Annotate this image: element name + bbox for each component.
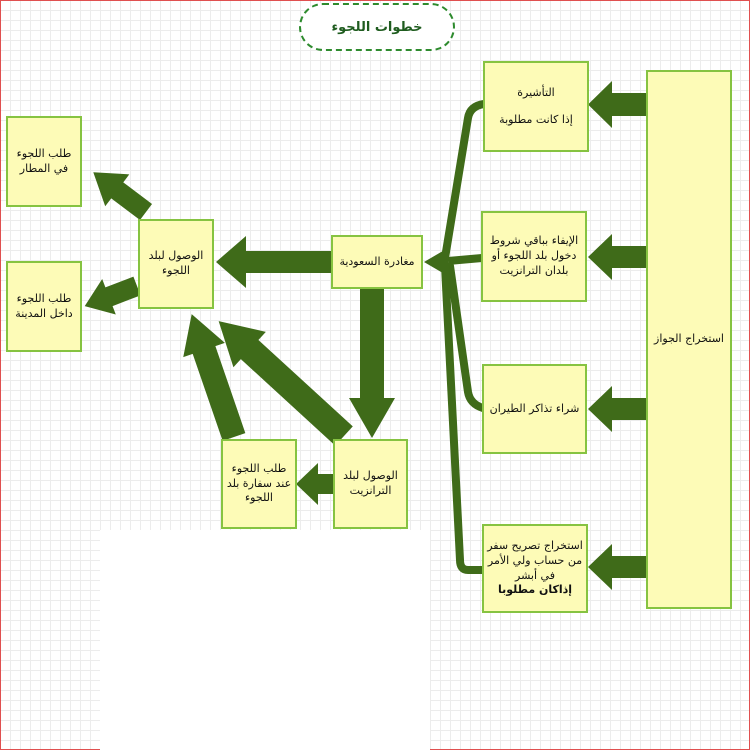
arrowhead-into-departure bbox=[424, 248, 448, 276]
node-permit-text: استخراج تصريح سفر من حساب ولي الأمر في أ… bbox=[487, 538, 583, 582]
arrow-arrival-to-city bbox=[84, 276, 141, 315]
arrow-passport-to-tickets bbox=[588, 386, 646, 432]
node-airport-request: طلب اللجوء في المطار bbox=[6, 116, 82, 207]
arrow-passport-to-conditions bbox=[588, 234, 646, 280]
connector-visa-to-departure bbox=[441, 100, 488, 262]
node-city-request: طلب اللجوء داخل المدينة bbox=[6, 261, 82, 352]
node-embassy-request: طلب اللجوء عند سفارة بلد اللجوء bbox=[221, 439, 297, 529]
arrow-passport-to-permit bbox=[588, 544, 646, 590]
node-visa-title: التأشيرة bbox=[517, 85, 555, 99]
arrow-arrival-to-airport bbox=[93, 172, 153, 220]
node-visa-note: إذا كانت مطلوبة bbox=[499, 112, 573, 126]
node-transit-arrival: الوصول لبلد الترانزيت bbox=[333, 439, 408, 529]
node-arrival-text: الوصول لبلد اللجوء bbox=[148, 249, 204, 277]
node-transit-arrival-text: الوصول لبلد الترانزيت bbox=[343, 469, 398, 497]
node-passport-text: استخراج الجواز bbox=[654, 332, 724, 346]
node-arrival: الوصول لبلد اللجوء bbox=[138, 219, 214, 309]
arrow-embassy-to-arrival bbox=[183, 314, 246, 441]
arrow-departure-to-transit bbox=[349, 289, 395, 438]
node-embassy-request-text: طلب اللجوء عند سفارة بلد اللجوء bbox=[226, 461, 292, 505]
arrow-departure-to-arrival bbox=[216, 236, 331, 288]
canvas-blank-area bbox=[100, 530, 430, 750]
node-passport: استخراج الجواز bbox=[646, 70, 732, 609]
node-conditions-text: الإيفاء بباقي شروط دخول بلد اللجوء أو بل… bbox=[489, 234, 579, 277]
node-tickets: شراء تذاكر الطيران bbox=[482, 364, 587, 454]
arrow-transit-to-arrival bbox=[218, 321, 353, 446]
node-conditions: الإيفاء بباقي شروط دخول بلد اللجوء أو بل… bbox=[481, 211, 587, 302]
node-permit-note: إذاكان مطلوبا bbox=[497, 583, 573, 597]
arrow-passport-to-visa bbox=[588, 81, 646, 128]
node-departure: مغادرة السعودية bbox=[331, 235, 423, 289]
connector-permit-to-departure bbox=[441, 262, 487, 574]
arrow-transit-to-embassy bbox=[296, 463, 334, 505]
diagram-title-text: خطوات اللجوء bbox=[331, 19, 423, 35]
connector-conditions-to-departure bbox=[447, 254, 483, 265]
node-tickets-text: شراء تذاكر الطيران bbox=[489, 401, 580, 415]
node-city-request-text: طلب اللجوء داخل المدينة bbox=[15, 291, 73, 320]
diagram-title: خطوات اللجوء bbox=[299, 3, 455, 51]
node-airport-request-text: طلب اللجوء في المطار bbox=[16, 146, 72, 175]
node-visa: التأشيرة إذا كانت مطلوبة bbox=[483, 61, 589, 152]
node-departure-text: مغادرة السعودية bbox=[339, 254, 415, 268]
connector-tickets-to-departure bbox=[446, 262, 487, 412]
node-permit: استخراج تصريح سفر من حساب ولي الأمر في أ… bbox=[482, 524, 588, 613]
